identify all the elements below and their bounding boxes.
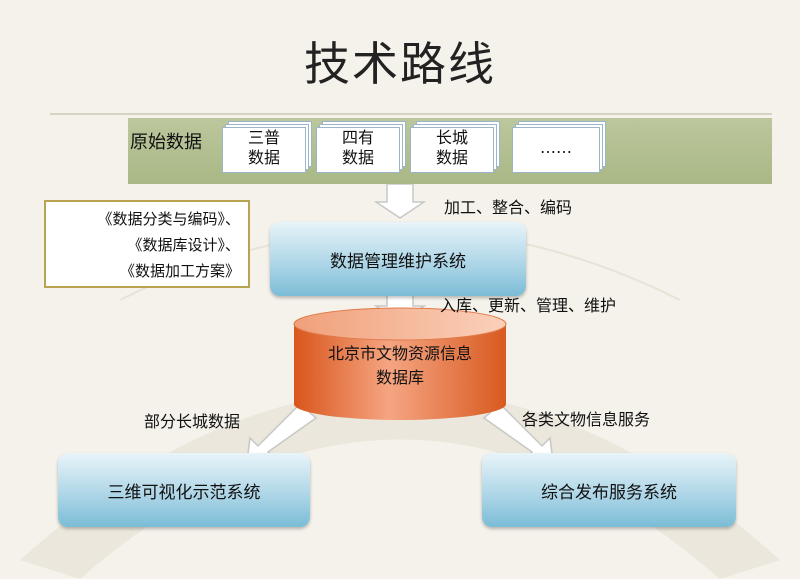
database-cylinder <box>293 307 507 420</box>
arrow-down-1 <box>373 183 427 219</box>
database-label: 北京市文物资源信息 数据库 <box>327 344 472 387</box>
label-store: 入库、更新、管理、维护 <box>440 296 617 315</box>
doc-changcheng: 长城 数据 <box>410 127 494 173</box>
label-partial-greatwall: 部分长城数据 <box>144 412 241 431</box>
doc-more: …… <box>512 127 600 173</box>
publish-service-system: 综合发布服务系统 <box>482 453 736 527</box>
page-title: 技术路线 <box>304 37 496 91</box>
doc-siyou: 四有 数据 <box>316 127 400 173</box>
raw-data-label: 原始数据 <box>130 132 202 153</box>
specification-note: 《数据分类与编码》、 《数据库设计》、 《数据加工方案》 <box>44 200 250 288</box>
doc-sanpu: 三普 数据 <box>222 127 306 173</box>
label-services: 各类文物信息服务 <box>522 410 651 429</box>
3d-visualization-system: 三维可视化示范系统 <box>58 453 310 527</box>
label-process: 加工、整合、编码 <box>444 198 573 217</box>
data-management-system: 数据管理维护系统 <box>270 222 526 296</box>
